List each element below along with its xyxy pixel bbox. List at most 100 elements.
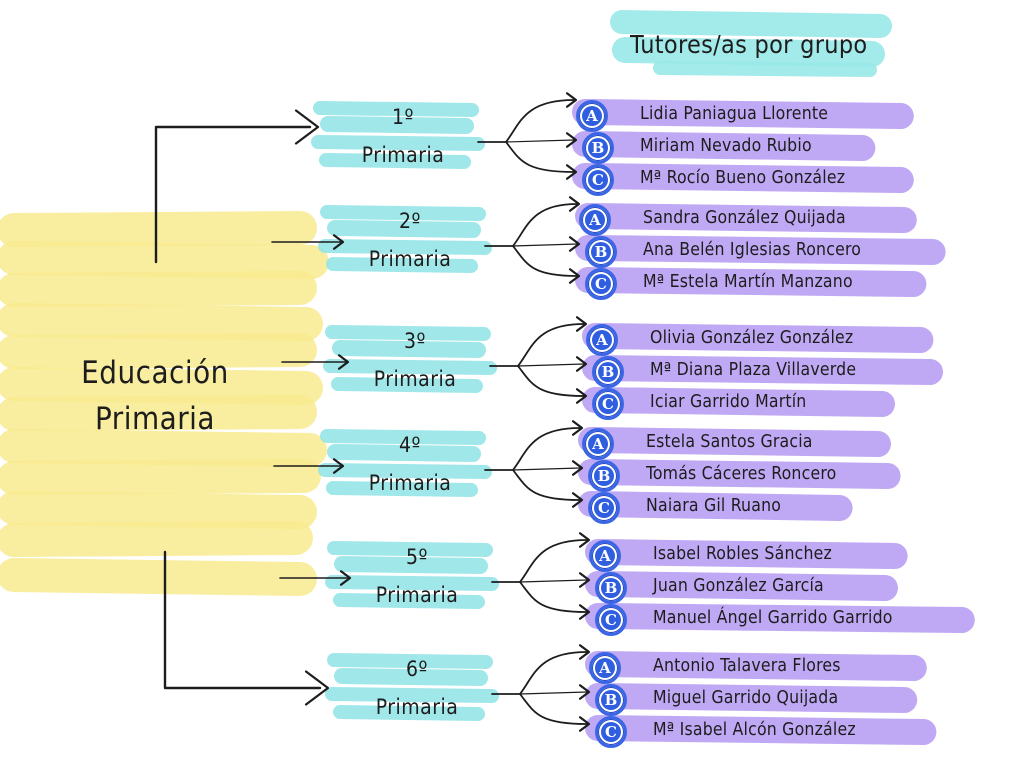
- root-highlight: [0, 303, 323, 341]
- fork-branch-b: [519, 691, 588, 695]
- fork-branch-c: [519, 693, 588, 725]
- grade-highlight: [326, 481, 478, 497]
- tutor-name: Ana Belén Iglesias Roncero: [643, 240, 862, 260]
- grade-number: 3º: [404, 329, 426, 353]
- root-highlight: [0, 241, 329, 279]
- fork-branch-b: [517, 363, 585, 367]
- group-letter: B: [601, 578, 621, 598]
- tutor-name: Mª Diana Plaza Villaverde: [650, 360, 857, 380]
- tutor-highlight: [585, 571, 898, 601]
- group-letter: C: [591, 274, 611, 294]
- group-badge-icon: B: [592, 356, 624, 388]
- grade-highlight: [334, 556, 488, 574]
- group-badge-icon: C: [585, 268, 617, 300]
- tutor-name: Manuel Ángel Garrido Garrido: [653, 608, 893, 628]
- diagram-title: Tutores/as por grupo: [630, 30, 868, 59]
- tutor-name: Mª Isabel Alcón González: [653, 720, 856, 740]
- group-badge-icon: C: [592, 388, 624, 420]
- root-highlight: [0, 459, 321, 495]
- group-badge-icon: C: [595, 604, 627, 636]
- fork-arrow: [578, 684, 591, 700]
- fork-branch-c: [505, 141, 575, 173]
- grade-highlight: [331, 377, 483, 393]
- grade-level: Primaria: [375, 695, 459, 719]
- grade-highlight: [318, 239, 492, 255]
- grade-highlight: [327, 220, 481, 238]
- fork-arrow: [575, 388, 588, 404]
- group-badge-icon: C: [588, 492, 620, 524]
- fork-branch-c: [519, 581, 588, 613]
- group-badge-icon: A: [582, 428, 614, 460]
- grade-number: 2º: [399, 209, 421, 233]
- fork-arrow: [568, 236, 581, 252]
- grade-highlight: [327, 653, 493, 669]
- fork-arrow: [571, 420, 584, 436]
- group-letter: A: [592, 330, 612, 350]
- root-to-grade-arrow: [337, 354, 350, 370]
- tutor-name: Tomás Cáceres Roncero: [646, 464, 837, 484]
- fork-arrow: [565, 92, 578, 108]
- tutor-highlight: [582, 323, 934, 353]
- root-arrow-bottom: [304, 670, 330, 706]
- tutor-name: Sandra González Quijada: [643, 208, 846, 228]
- grade-highlight: [313, 101, 479, 117]
- tutor-name: Olivia González González: [650, 328, 854, 348]
- grade-highlight: [318, 463, 492, 479]
- fork-arrow: [578, 572, 591, 588]
- group-letter: A: [582, 106, 602, 126]
- root-node: Educación Primaria: [40, 350, 270, 442]
- fork-arrow: [575, 316, 588, 332]
- tutor-name: Naiara Gil Ruano: [646, 496, 782, 516]
- tutor-name: Iciar Garrido Martín: [650, 392, 807, 412]
- root-highlight: [0, 333, 317, 369]
- fork-branch-c: [517, 365, 585, 397]
- grade-level: Primaria: [361, 143, 445, 167]
- tutor-highlight: [582, 387, 895, 417]
- grade-number: 1º: [392, 105, 414, 129]
- group-letter: C: [601, 722, 621, 742]
- group-badge-icon: C: [595, 716, 627, 748]
- group-badge-icon: B: [595, 572, 627, 604]
- tutor-name: Miriam Nevado Rubio: [640, 136, 812, 156]
- tutor-highlight: [572, 131, 876, 161]
- tutor-name: Mª Estela Martín Manzano: [643, 272, 853, 292]
- grade-level: Primaria: [375, 583, 459, 607]
- group-badge-icon: B: [588, 460, 620, 492]
- fork-branch-c: [512, 469, 581, 501]
- fork-branch-a: [505, 99, 575, 143]
- fork-arrow: [565, 132, 578, 148]
- fork-arrow: [571, 460, 584, 476]
- group-letter: B: [594, 466, 614, 486]
- tutor-highlight: [575, 203, 917, 233]
- tutor-highlight: [578, 491, 853, 521]
- group-letter: A: [595, 658, 615, 678]
- group-letter: B: [601, 690, 621, 710]
- group-letter: C: [594, 498, 614, 518]
- root-line2: Primaria: [94, 401, 216, 437]
- fork-branch-c: [512, 245, 578, 277]
- grade-level: Primaria: [373, 367, 457, 391]
- fork-branch-b: [519, 579, 588, 583]
- tutor-highlight: [585, 539, 908, 569]
- grade-highlight: [334, 668, 488, 686]
- tutor-name: Miguel Garrido Quijada: [653, 688, 839, 708]
- title-highlight: [612, 37, 885, 67]
- grade-highlight: [326, 257, 478, 273]
- root-highlight: [0, 521, 313, 557]
- grade-number: 5º: [406, 545, 428, 569]
- title-highlight: [653, 61, 877, 77]
- grade-number: 4º: [399, 433, 421, 457]
- fork-arrow: [568, 268, 581, 284]
- group-badge-icon: A: [579, 204, 611, 236]
- fork-branch-a: [519, 651, 588, 695]
- root-highlight: [0, 395, 317, 431]
- root-highlight: [0, 429, 327, 467]
- tutor-highlight: [585, 715, 937, 745]
